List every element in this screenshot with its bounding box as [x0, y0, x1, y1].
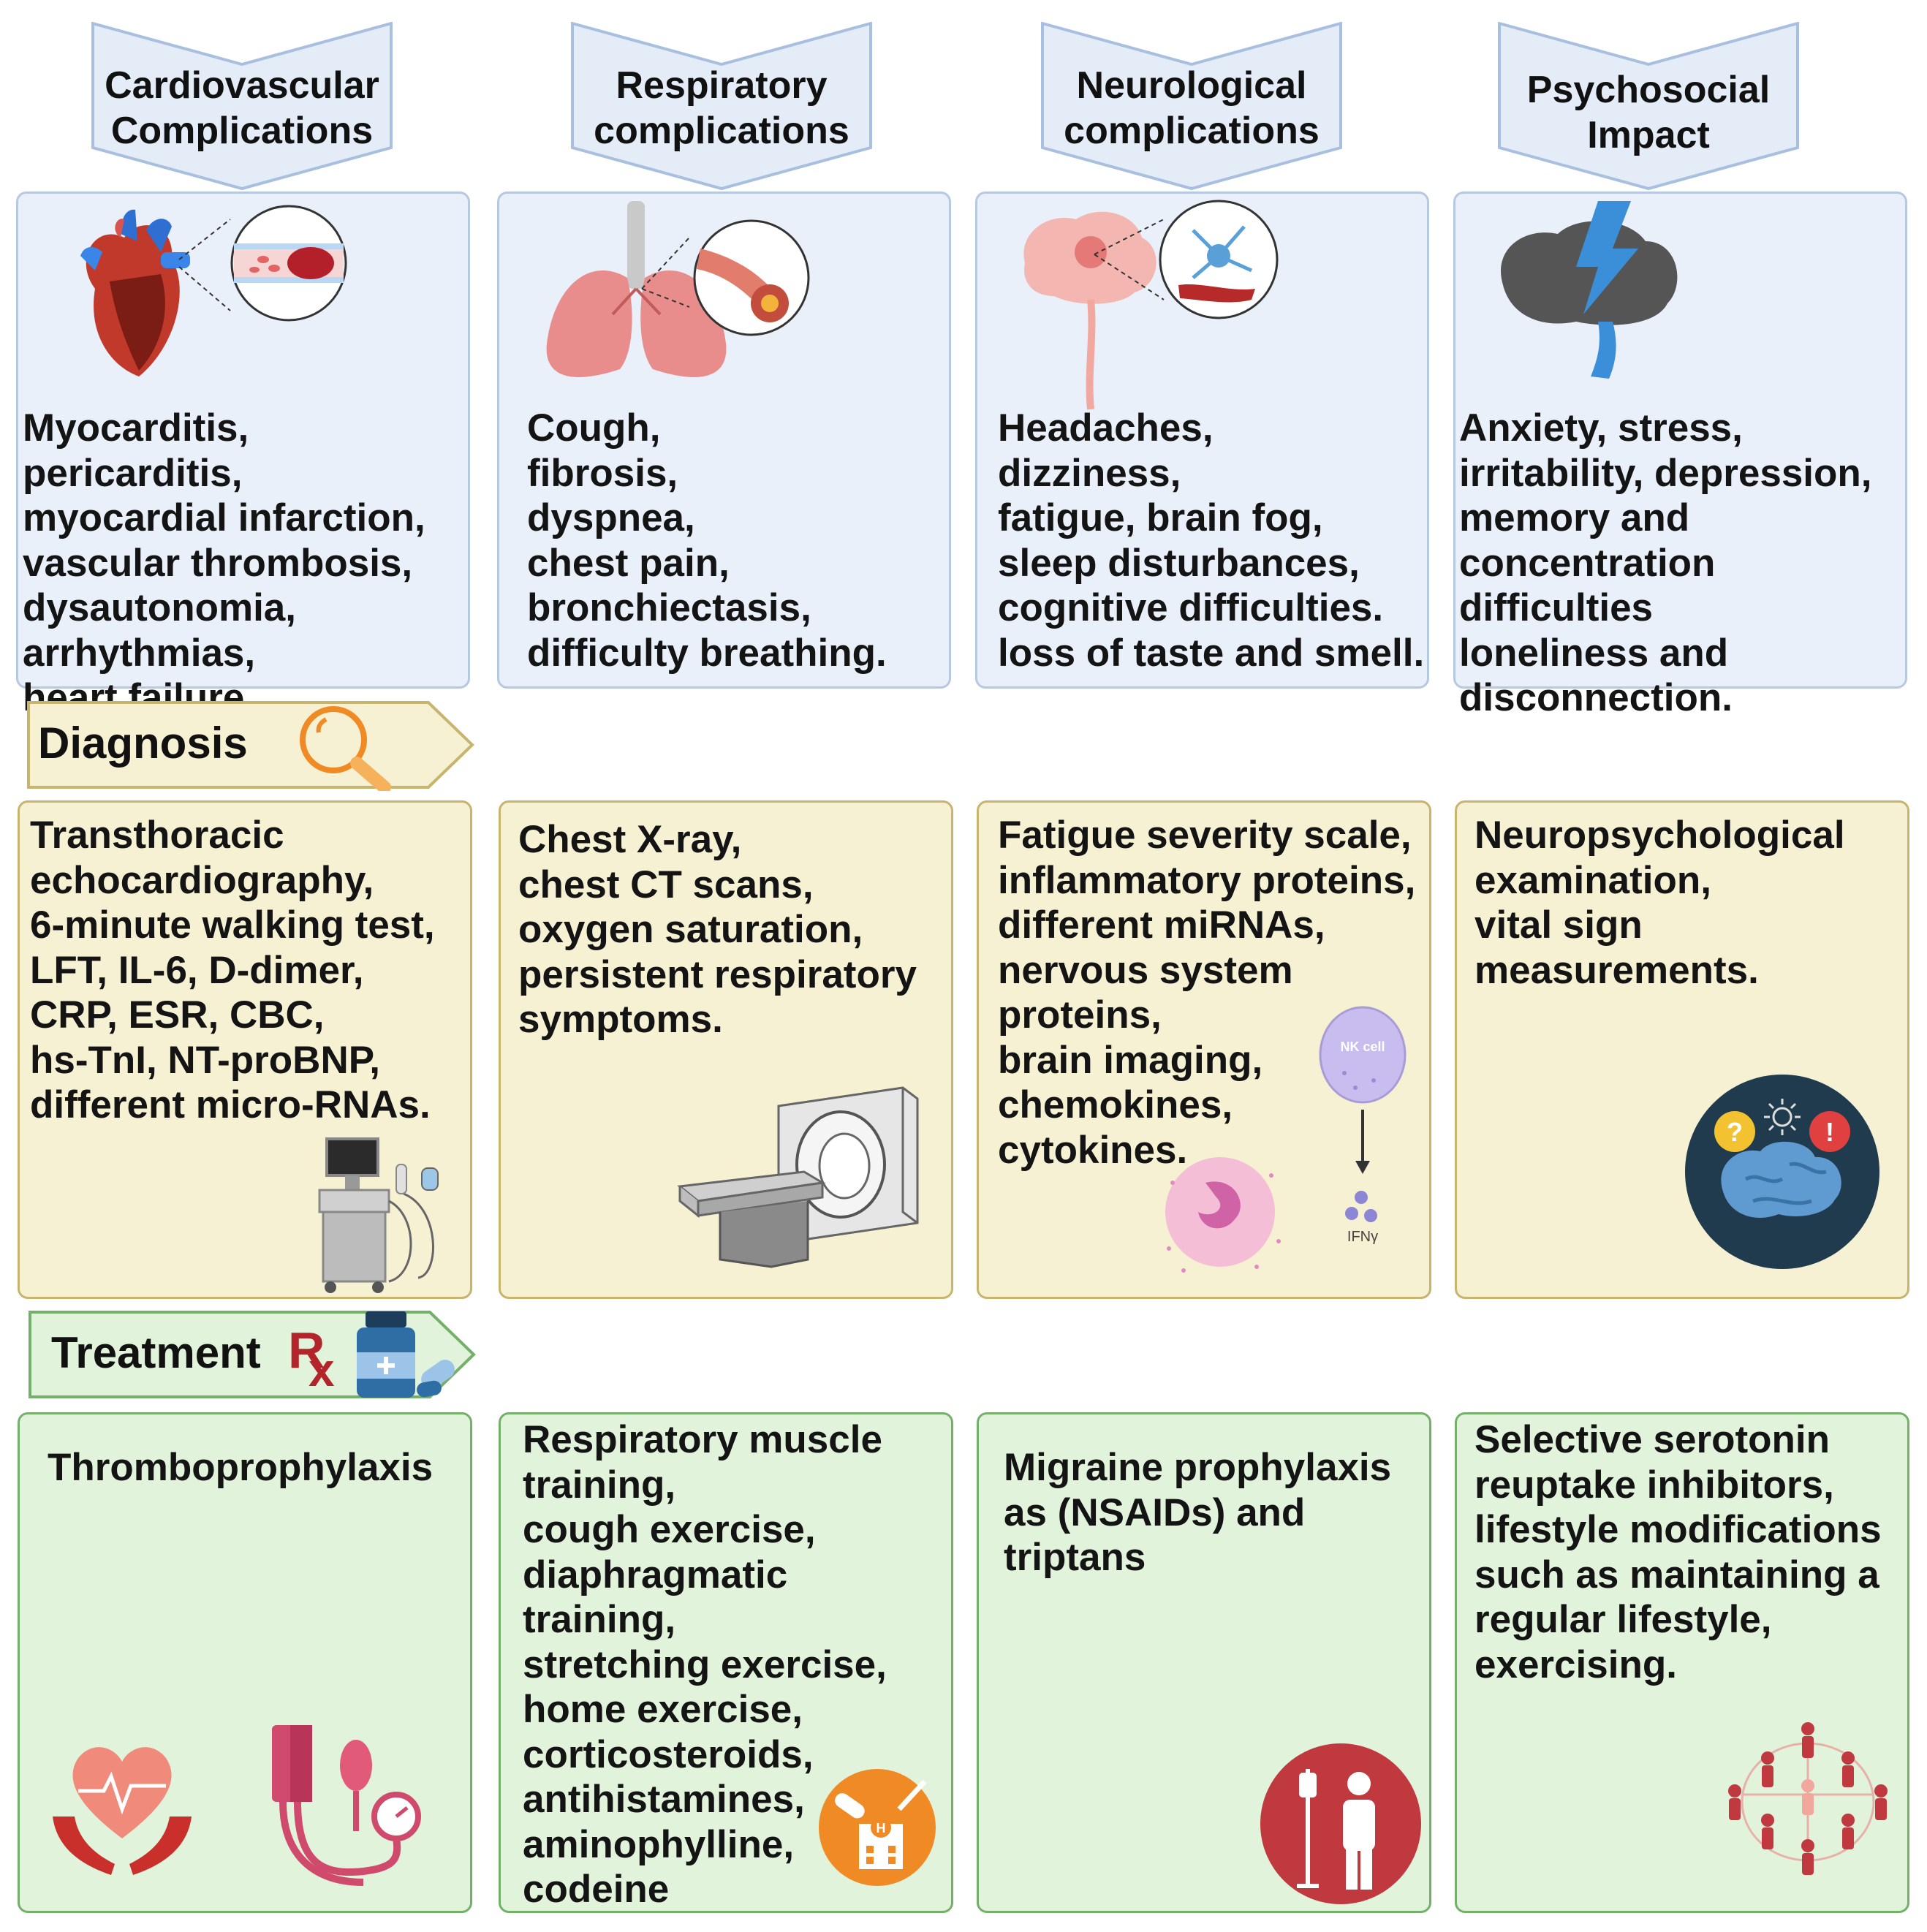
rx-symbol: R: [288, 1322, 325, 1379]
treatment-text: Thromboprophylaxis: [48, 1446, 434, 1489]
complication-text: Headaches, dizziness, fatigue, brain fog…: [998, 406, 1425, 675]
diagnosis-text: Fatigue severity scale, inflammatory pro…: [998, 814, 1416, 1172]
treatment-text: Migraine prophylaxis as (NSAIDs) and tri…: [1004, 1446, 1392, 1579]
nk-cell-label: NK cell: [1340, 1039, 1385, 1054]
header-title: Cardiovascular Complications: [105, 64, 379, 152]
card-treatment-resp: Respiratory muscle training, cough exerc…: [499, 1412, 953, 1913]
diagnosis-text: Chest X-ray, chest CT scans, oxygen satu…: [518, 818, 917, 1041]
treatment-tag: Treatment R x: [28, 1310, 477, 1399]
rx-subscript: x: [308, 1344, 335, 1396]
people-network-icon: [1728, 1722, 1888, 1875]
blood-pressure-icon: [272, 1725, 421, 1886]
treatment-text: Selective serotonin reuptake inhibitors,…: [1474, 1418, 1882, 1686]
card-treatment-cardio: Thromboprophylaxis: [18, 1412, 472, 1913]
ultrasound-machine-icon: [318, 1137, 439, 1293]
header-title: Psychosocial Impact: [1526, 69, 1771, 156]
immune-cells-icon: NK cell IFNγ: [1165, 1006, 1407, 1273]
card-diagnosis-neuro: Fatigue severity scale, inflammatory pro…: [977, 800, 1431, 1299]
complication-text: Anxiety, stress, irritability, depressio…: [1459, 406, 1872, 719]
card-diagnosis-psych: Neuropsychological examination, vital si…: [1455, 800, 1909, 1299]
brain-neuron-icon: [1023, 200, 1279, 410]
header-title: Respiratory complications: [594, 64, 849, 152]
header-neurological: Neurological complications: [1039, 22, 1344, 192]
ifn-label: IFNγ: [1347, 1229, 1378, 1245]
header-respiratory: Respiratory complications: [569, 22, 874, 192]
magnifier-icon: [300, 706, 391, 791]
header-psychosocial: Psychosocial Impact: [1496, 22, 1801, 192]
complication-text: Myocarditis, pericarditis, myocardial in…: [23, 406, 425, 719]
svg-text:!: !: [1825, 1117, 1834, 1147]
diagnosis-text: Neuropsychological examination, vital si…: [1474, 814, 1845, 992]
medicine-bottle-icon: [357, 1311, 455, 1398]
svg-text:?: ?: [1727, 1117, 1743, 1147]
heart-hands-icon: [53, 1747, 192, 1875]
header-title: Neurological complications: [1064, 64, 1320, 152]
card-neurological: Headaches, dizziness, fatigue, brain fog…: [975, 192, 1429, 689]
diagnosis-label: Diagnosis: [38, 719, 248, 768]
header-cardiovascular: Cardiovascular Complications: [89, 22, 395, 192]
heart-icon: [80, 205, 347, 376]
brain-question-icon: ? !: [1685, 1075, 1879, 1269]
treatment-text: Respiratory muscle training, cough exerc…: [523, 1418, 887, 1911]
card-cardiovascular: Myocarditis, pericarditis, myocardial in…: [16, 192, 470, 719]
card-diagnosis-resp: Chest X-ray, chest CT scans, oxygen satu…: [499, 800, 953, 1299]
card-diagnosis-cardio: Transthoracic echocardiography, 6-minute…: [18, 800, 472, 1299]
card-psychosocial: Anxiety, stress, irritability, depressio…: [1453, 192, 1907, 719]
ct-scanner-icon: [677, 1086, 919, 1268]
card-treatment-psych: Selective serotonin reuptake inhibitors,…: [1455, 1412, 1909, 1913]
brain-lightning-icon: [1501, 201, 1678, 379]
diagnosis-tag: Diagnosis: [26, 700, 475, 791]
hospital-pills-icon: H: [819, 1769, 936, 1886]
patient-iv-icon: [1260, 1743, 1421, 1904]
svg-text:H: H: [877, 1821, 886, 1836]
lungs-icon: [546, 201, 810, 377]
card-respiratory: Cough, fibrosis, dyspnea, chest pain, br…: [497, 192, 951, 689]
complication-text: Cough, fibrosis, dyspnea, chest pain, br…: [527, 406, 887, 675]
diagnosis-text: Transthoracic echocardiography, 6-minute…: [30, 814, 435, 1126]
card-treatment-neuro: Migraine prophylaxis as (NSAIDs) and tri…: [977, 1412, 1431, 1913]
treatment-label: Treatment: [51, 1328, 261, 1377]
